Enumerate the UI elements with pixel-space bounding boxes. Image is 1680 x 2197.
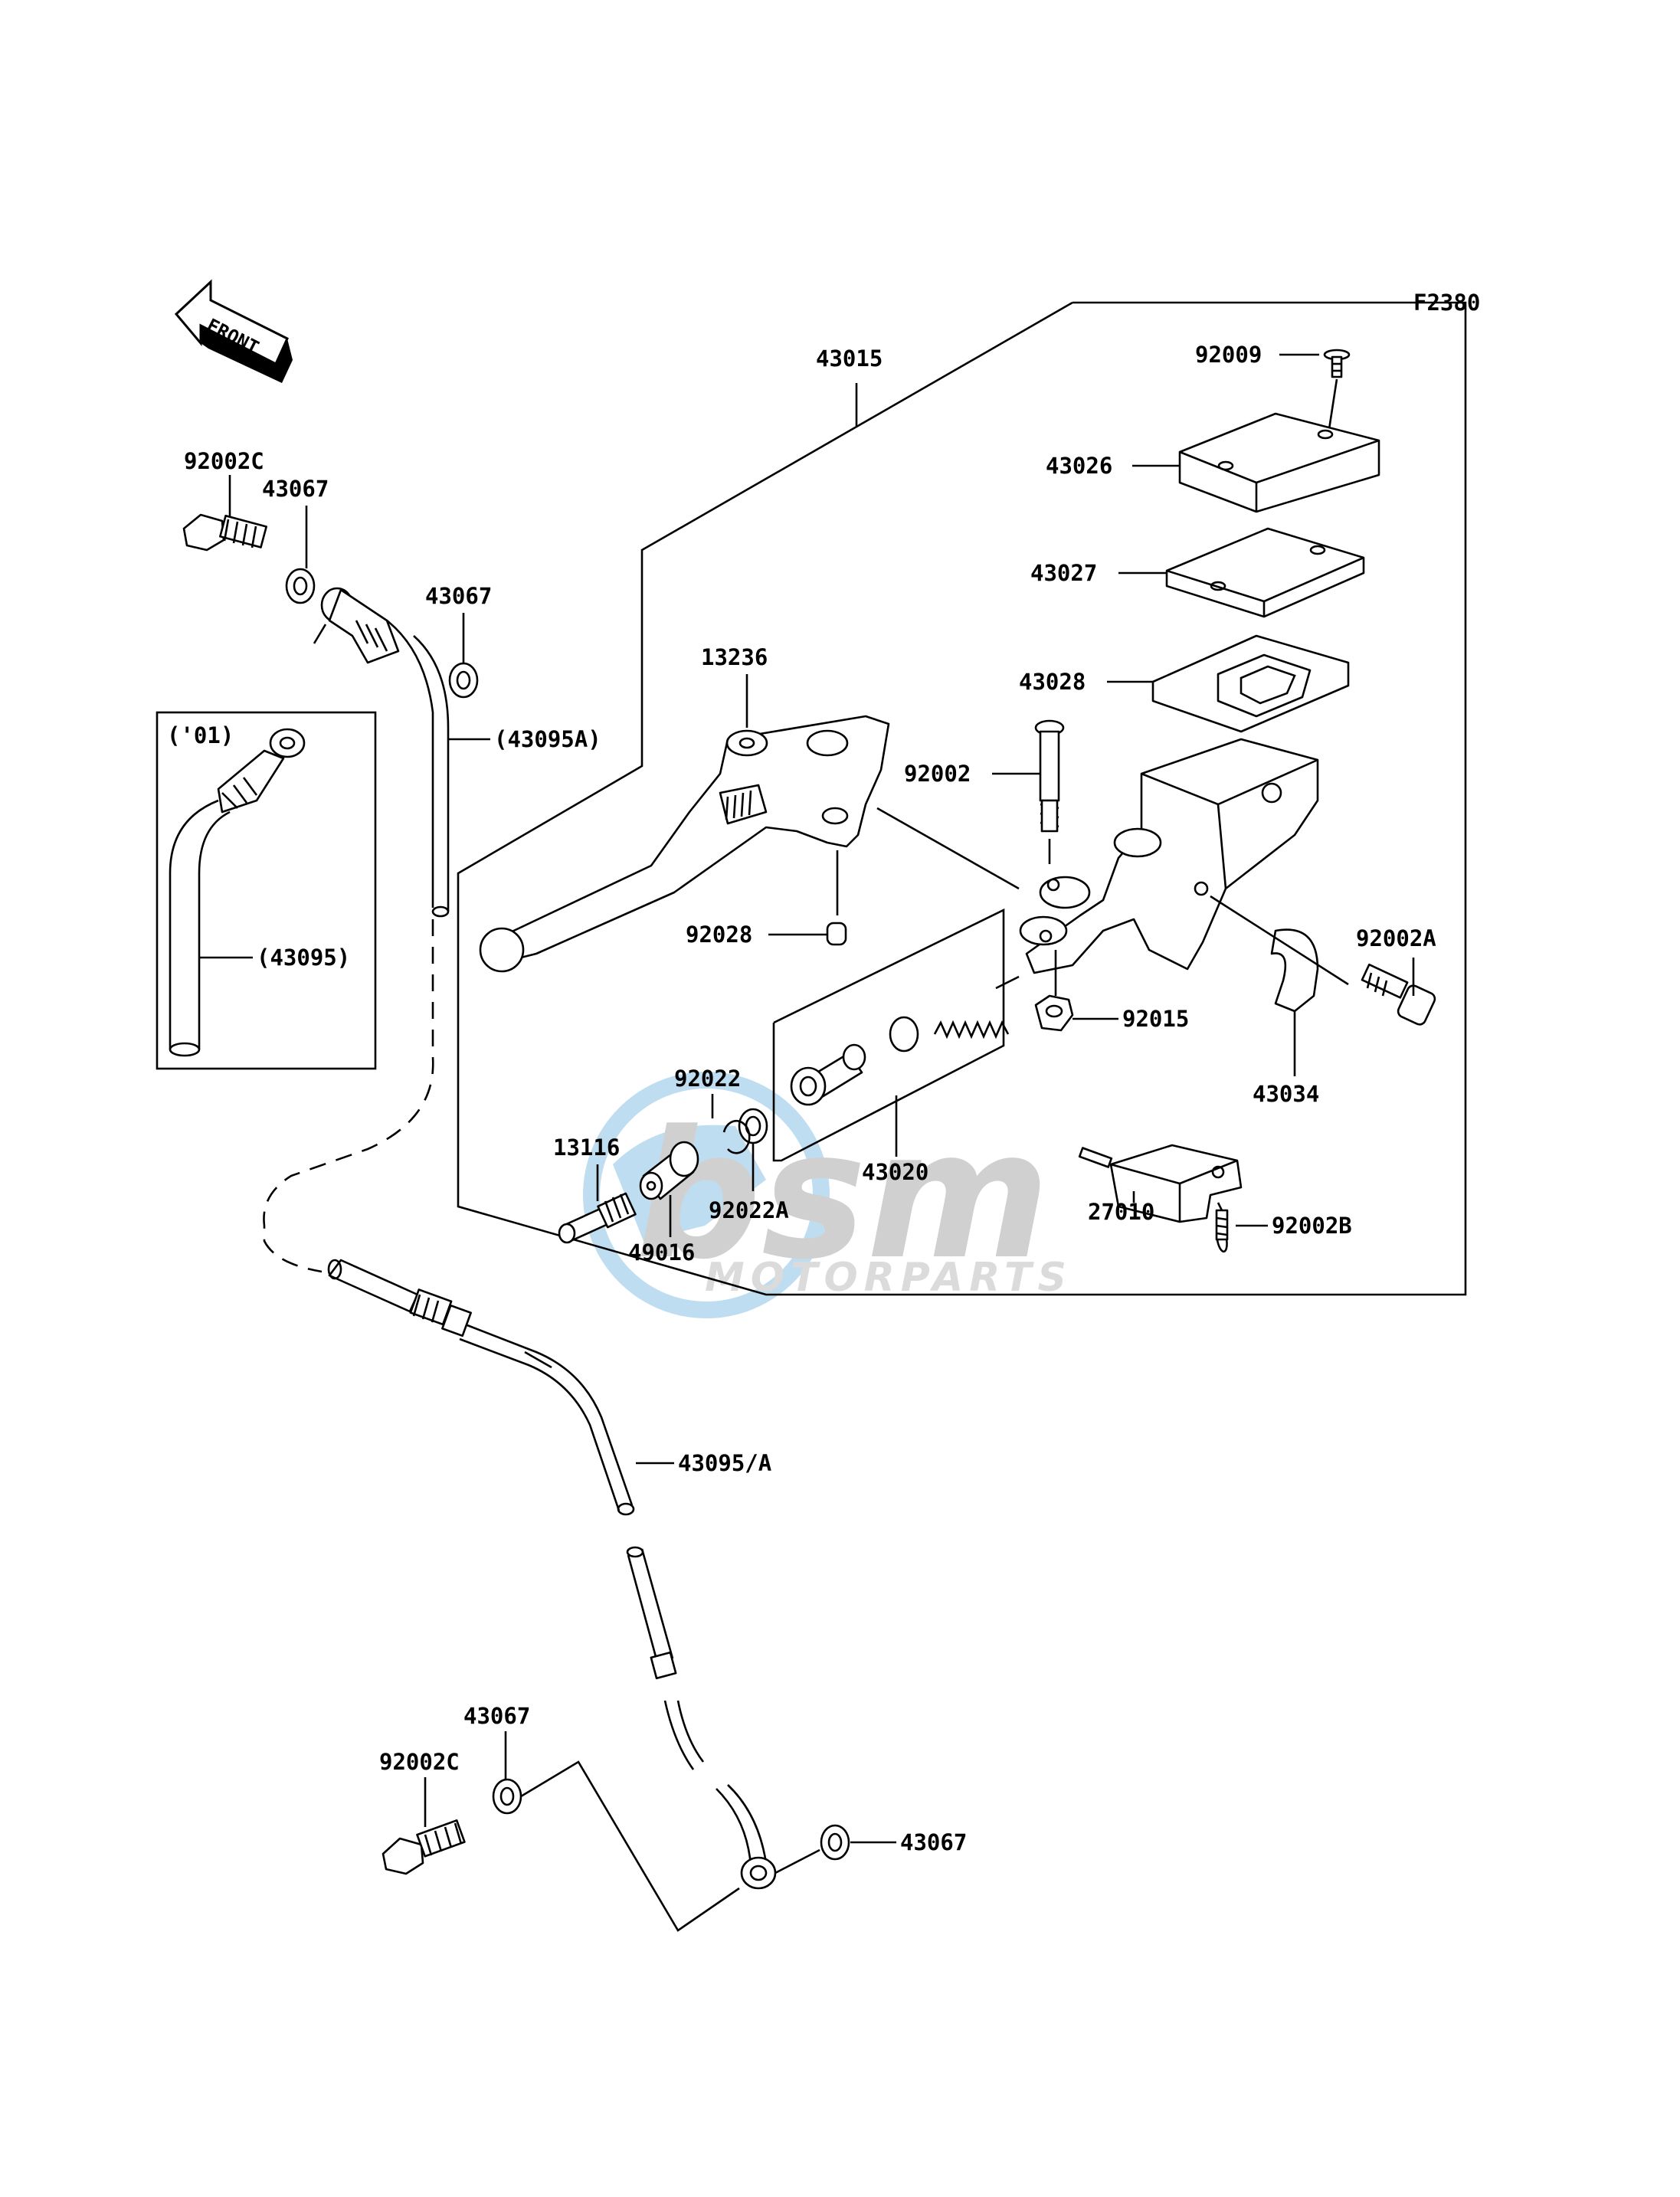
label-92022: 92022: [674, 1066, 741, 1092]
label-43095: (43095): [257, 945, 350, 971]
label-43067-c: 43067: [463, 1703, 530, 1729]
reservoir-cap-43026: [1178, 412, 1380, 513]
spring: [933, 1020, 1010, 1040]
label-92002B: 92002B: [1272, 1213, 1352, 1239]
hose-dashed-path: [263, 919, 434, 1273]
label-43034: 43034: [1253, 1081, 1319, 1107]
inset-box-01: [156, 711, 377, 1070]
label-13236: 13236: [701, 644, 768, 670]
nut-92015: [1034, 994, 1074, 1032]
label-92002A: 92002A: [1356, 925, 1436, 951]
label-43067-a: 43067: [262, 476, 329, 502]
front-arrow-icon: FRONT: [174, 279, 293, 383]
washer-43067-b: [448, 662, 479, 699]
label-43020: 43020: [862, 1159, 928, 1185]
label-43067-d: 43067: [900, 1829, 967, 1855]
hose-43095-A: [327, 1259, 777, 1890]
assembly-outline: [457, 301, 1467, 1296]
label-43067-b: 43067: [425, 583, 492, 609]
banjo-bolt-92002C-top: [182, 513, 268, 552]
piston-kit-outline: [772, 908, 1005, 1162]
label-92022A: 92022A: [709, 1197, 789, 1223]
push-rod-13116: [558, 1192, 637, 1244]
washer-43067-a: [285, 568, 316, 604]
watermark-tagline: MOTORPARTS: [705, 1255, 1073, 1301]
hose-43095A: [386, 619, 450, 912]
label-92002C-bottom: 92002C: [379, 1749, 460, 1775]
label-27010: 27010: [1088, 1199, 1154, 1225]
label-43026: 43026: [1046, 453, 1112, 479]
pivot-bolt-92002: [1034, 719, 1065, 864]
boot-49016: [639, 1141, 699, 1200]
seal-92022A: [738, 1108, 768, 1144]
clutch-lever-13236: [479, 715, 890, 973]
washer-43067-d: [820, 1824, 850, 1861]
label-43095A: (43095A): [494, 726, 601, 752]
piston-43020: [790, 1043, 866, 1106]
label-92002C-top: 92002C: [184, 448, 264, 474]
label-43095-A: 43095/A: [678, 1450, 771, 1476]
hose-43095-inset: [169, 728, 306, 1057]
label-43028: 43028: [1019, 669, 1086, 695]
bottom-bracket-line: [520, 1760, 740, 1932]
banjo-fitting-top: [313, 587, 400, 664]
screw-92009: [1323, 349, 1351, 430]
screw-92002B: [1215, 1202, 1229, 1253]
label-13116: 13116: [553, 1135, 620, 1161]
reservoir-plate-43027: [1165, 527, 1365, 618]
circlip-92022: [722, 1119, 751, 1154]
inset-note: ('01): [167, 722, 234, 748]
switch-27010: [1078, 1144, 1243, 1223]
label-92015: 92015: [1122, 1006, 1189, 1032]
label-43015: 43015: [816, 345, 883, 372]
label-92028: 92028: [686, 922, 752, 948]
label-43027: 43027: [1030, 560, 1097, 586]
label-92002: 92002: [904, 761, 971, 787]
master-cylinder-body: [1019, 738, 1319, 974]
pin-92028: [826, 922, 847, 946]
washer-43067-c: [492, 1778, 522, 1815]
label-49016: 49016: [628, 1239, 695, 1265]
bolt-92002A: [1361, 963, 1436, 1026]
label-92009: 92009: [1195, 342, 1262, 368]
clamp-43034: [1270, 928, 1319, 1013]
banjo-bolt-92002C-bottom: [382, 1819, 466, 1875]
